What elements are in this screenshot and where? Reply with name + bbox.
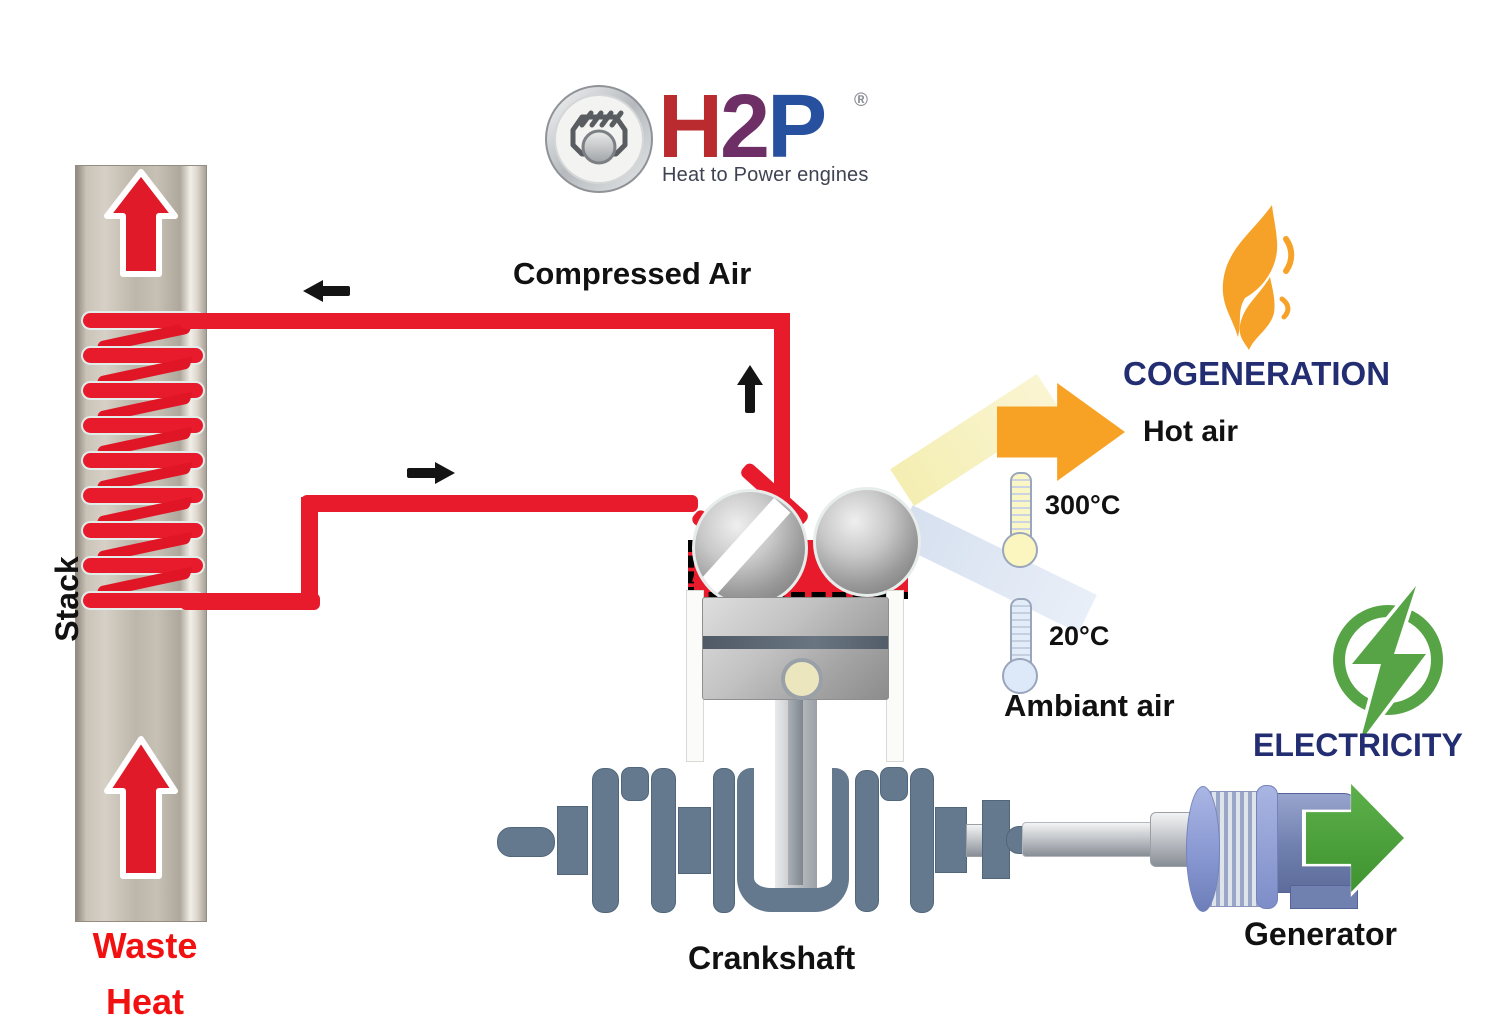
- generator-label: Generator: [1244, 916, 1397, 952]
- coil-bar: [83, 348, 203, 363]
- coil-bar: [83, 313, 203, 328]
- wordmark-letter-p: P: [767, 77, 827, 177]
- electricity-label: ELECTRICITY: [1253, 727, 1463, 763]
- waste-heat-line2: Heat: [105, 980, 185, 1022]
- thermometer-ambient-icon: [1002, 598, 1038, 694]
- generator-front-rim: [1186, 786, 1220, 912]
- crank-counterweight: [713, 768, 735, 913]
- logo-tagline: Heat to Power engines: [662, 164, 869, 186]
- piston-badge-icon: [545, 85, 653, 193]
- coil-bar: [83, 383, 203, 398]
- compressed-air-label: Compressed Air: [513, 256, 752, 291]
- hot-temp-label: 300°C: [1045, 490, 1121, 520]
- piston-groove: [703, 636, 888, 649]
- crank-journal: [621, 767, 649, 801]
- crank-web: [678, 807, 711, 874]
- waste-heat-up-arrow-bottom: [104, 736, 178, 879]
- registered-mark: ®: [854, 90, 868, 111]
- crank-stub-left: [497, 827, 555, 857]
- flame-icon: [1222, 205, 1295, 350]
- coil-bar: [83, 418, 203, 433]
- flow-arrow-up-icon: [735, 365, 765, 415]
- h2p-wordmark: H2P: [658, 82, 827, 172]
- crank-web: [557, 806, 588, 875]
- h2p-logo: H2P ® Heat to Power engines: [544, 82, 944, 197]
- flow-arrow-left-icon: [303, 276, 353, 306]
- piston-rod-channel: [788, 695, 803, 885]
- electricity-bolt-icon: [1333, 584, 1443, 744]
- coil-bar: [83, 488, 203, 503]
- flow-arrow-right-icon: [405, 458, 455, 488]
- crank-journal: [880, 767, 908, 801]
- pipe-vertical-riser: [774, 313, 790, 527]
- waste-heat-label: Waste Heat: [55, 918, 235, 1027]
- wordmark-letter-2: 2: [720, 77, 770, 177]
- ambient-air-label: Ambiant air: [1004, 688, 1175, 723]
- crank-web: [935, 807, 967, 873]
- crankshaft-label: Crankshaft: [688, 940, 856, 976]
- crank-counterweight: [592, 768, 619, 913]
- hot-air-label: Hot air: [1143, 415, 1239, 448]
- crank-counterweight: [910, 768, 934, 913]
- wordmark-letter-h: H: [658, 77, 723, 177]
- coil-bar: [83, 453, 203, 468]
- generator-ring: [1256, 785, 1278, 909]
- piston: [702, 597, 889, 700]
- stack-label: Stack: [49, 556, 85, 642]
- valve-notch: [695, 497, 791, 604]
- connecting-rod-big-end: [737, 768, 849, 912]
- piston-pin: [781, 658, 823, 700]
- exhaust-valve-sphere: [813, 487, 921, 597]
- thermometer-hot-icon: [1002, 472, 1038, 568]
- intake-valve-disc: [692, 489, 808, 607]
- pipe-vertical-return: [301, 497, 318, 607]
- pipe-compressed-air-top: [180, 313, 790, 329]
- coil-bar: [83, 593, 203, 608]
- waste-heat-up-arrow-top: [104, 169, 178, 277]
- coil-bar: [83, 523, 203, 538]
- pipe-hot-air-to-engine: [301, 495, 698, 512]
- generator-drive-shaft: [1022, 822, 1156, 857]
- generator-foot: [1290, 885, 1358, 909]
- cogeneration-label: COGENERATION: [1123, 355, 1391, 392]
- ambient-temp-label: 20°C: [1049, 621, 1110, 651]
- coil-bar: [83, 558, 203, 573]
- pipe-hot-return-bottom: [180, 593, 320, 610]
- crank-counterweight: [855, 770, 879, 912]
- waste-heat-line1: Waste: [92, 925, 198, 966]
- ambient-beam: [894, 505, 1097, 633]
- crank-counterweight: [651, 768, 676, 913]
